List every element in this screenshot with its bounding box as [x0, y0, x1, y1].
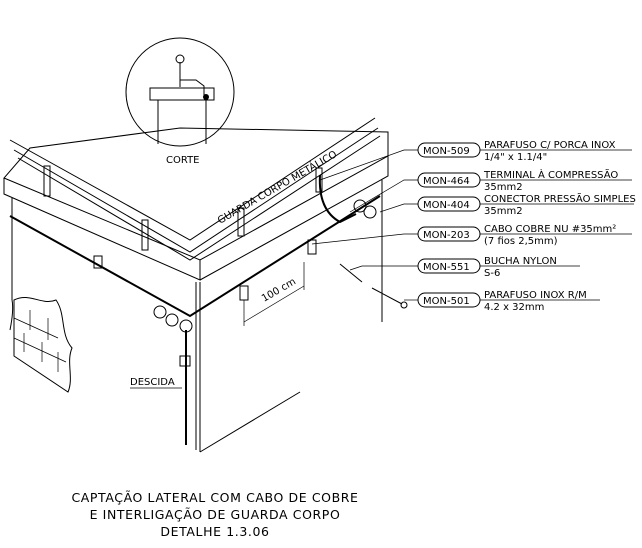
svg-text:TERMINAL À COMPRESSÃO: TERMINAL À COMPRESSÃO — [483, 168, 618, 181]
caption-line-3: DETALHE 1.3.06 — [160, 524, 269, 539]
svg-text:4.2 x 32mm: 4.2 x 32mm — [484, 302, 544, 313]
rail-post — [43, 165, 51, 197]
callout-mon-501: MON-501 PARAFUSO INOX R/M 4.2 x 32mm — [417, 290, 600, 313]
svg-text:MON-501: MON-501 — [423, 296, 470, 307]
corte-inset: CORTE — [125, 37, 235, 166]
exploded-anchor — [339, 263, 408, 309]
dimension-text: 100 cm — [260, 276, 298, 304]
dimension-100cm: 100 cm — [243, 262, 305, 326]
svg-text:35mm2: 35mm2 — [484, 206, 523, 217]
cable-clip — [307, 239, 317, 255]
svg-text:S-6: S-6 — [484, 268, 500, 279]
svg-text:BUCHA NYLON: BUCHA NYLON — [484, 256, 557, 267]
inset-cable-clip — [203, 94, 209, 100]
rail-post — [141, 219, 149, 251]
rail-post — [237, 207, 245, 237]
svg-text:PARAFUSO INOX R/M: PARAFUSO INOX R/M — [484, 290, 587, 301]
descida-label: DESCIDA — [130, 377, 175, 388]
drawing-caption: CAPTAÇÃO LATERAL COM CABO DE COBRE E INT… — [71, 490, 358, 539]
brick-breakout — [13, 296, 73, 393]
svg-text:MON-404: MON-404 — [423, 200, 470, 211]
svg-text:MON-203: MON-203 — [423, 230, 470, 241]
callout-mon-509: MON-509 PARAFUSO C/ PORCA INOX 1/4" x 1.… — [417, 140, 632, 163]
guard-rail: GUARDA CORPO METÁLICO — [9, 117, 381, 261]
cable-clip — [93, 255, 103, 269]
corte-label: CORTE — [166, 155, 200, 166]
callout-mon-464: MON-464 TERMINAL À COMPRESSÃO 35mm2 — [417, 168, 632, 193]
inset-wall-top — [149, 87, 215, 101]
svg-text:35mm2: 35mm2 — [484, 182, 523, 193]
svg-text:1/4" x 1.1/4": 1/4" x 1.1/4" — [484, 152, 547, 163]
cable-run — [9, 195, 381, 318]
caption-line-1: CAPTAÇÃO LATERAL COM CABO DE COBRE — [71, 490, 358, 505]
cable-clip — [239, 285, 249, 301]
svg-text:(7 fios 2,5mm): (7 fios 2,5mm) — [484, 236, 558, 247]
callout-list: MON-509 PARAFUSO C/ PORCA INOX 1/4" x 1.… — [311, 140, 636, 313]
svg-text:CONECTOR PRESSÃO SIMPLES: CONECTOR PRESSÃO SIMPLES — [484, 192, 636, 205]
svg-text:CABO COBRE NU #35mm²: CABO COBRE NU #35mm² — [484, 224, 616, 235]
rail-post — [315, 167, 323, 193]
copper-cable — [9, 174, 381, 445]
parapet-wall — [3, 127, 389, 453]
callout-mon-203: MON-203 CABO COBRE NU #35mm² (7 fios 2,5… — [417, 224, 632, 247]
svg-text:MON-464: MON-464 — [423, 176, 470, 187]
descida-callout: DESCIDA — [130, 377, 182, 389]
callout-mon-404: MON-404 CONECTOR PRESSÃO SIMPLES 35mm2 — [417, 192, 636, 217]
inset-circle — [125, 37, 235, 147]
svg-text:PARAFUSO C/ PORCA INOX: PARAFUSO C/ PORCA INOX — [484, 140, 616, 151]
inset-post-knob — [175, 54, 185, 64]
svg-text:MON-509: MON-509 — [423, 146, 470, 157]
caption-line-2: E INTERLIGAÇÃO DE GUARDA CORPO — [90, 507, 341, 522]
callout-mon-551: MON-551 BUCHA NYLON S-6 — [417, 256, 580, 279]
svg-text:MON-551: MON-551 — [423, 262, 470, 273]
